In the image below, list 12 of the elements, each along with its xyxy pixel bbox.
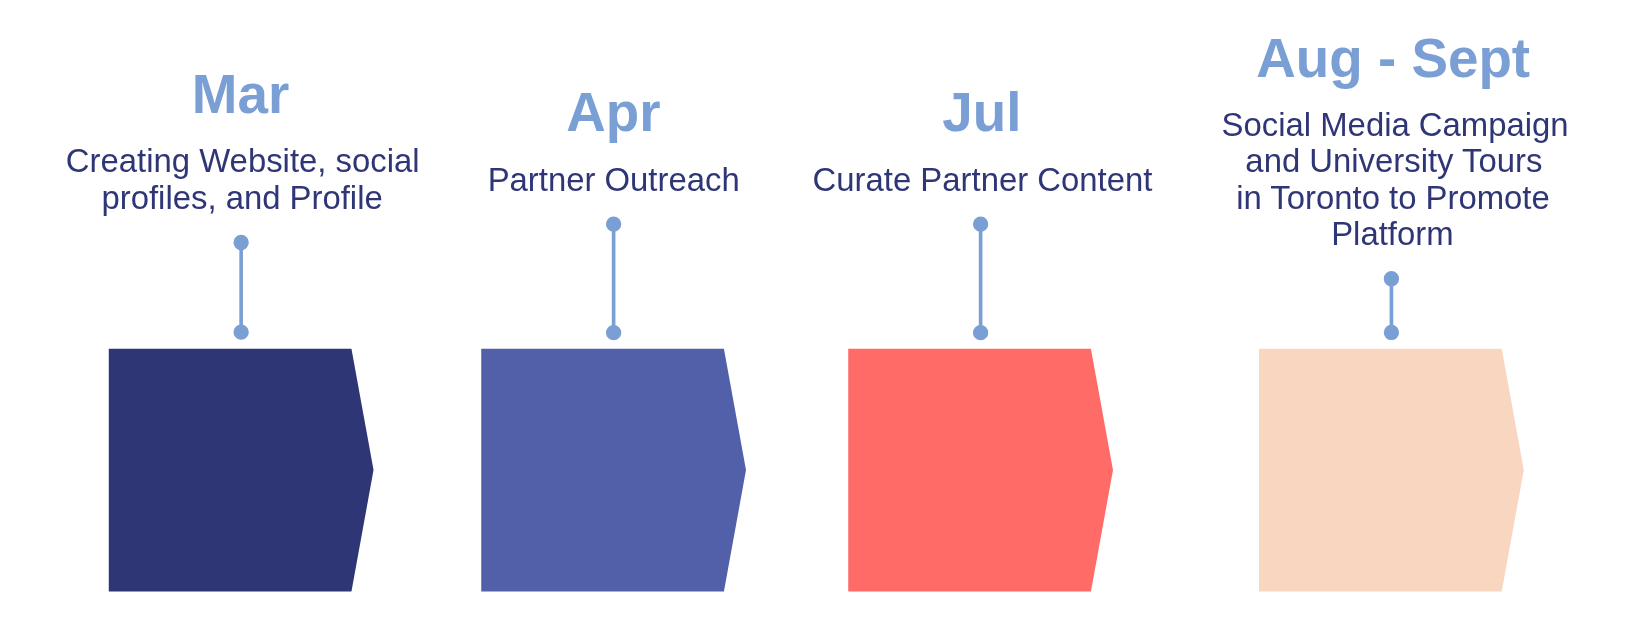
node-chevron (1259, 348, 1524, 592)
node-text: Mar Creating Website, social profiles, and Profile (65, 63, 420, 216)
node-text: Aug - Sept Social Media Campaign and University Tours in Toronto to Promote Platform (1221, 26, 1569, 253)
node-text: Apr Partner Outreach (487, 81, 740, 198)
connector (1383, 271, 1400, 341)
connector (605, 216, 622, 341)
connector (972, 216, 989, 341)
node-chevron (108, 348, 374, 592)
connector (233, 234, 249, 340)
node-text: Jul Curate Partner Content (812, 81, 1153, 198)
node-chevron (481, 348, 746, 592)
node-chevron (848, 348, 1113, 592)
